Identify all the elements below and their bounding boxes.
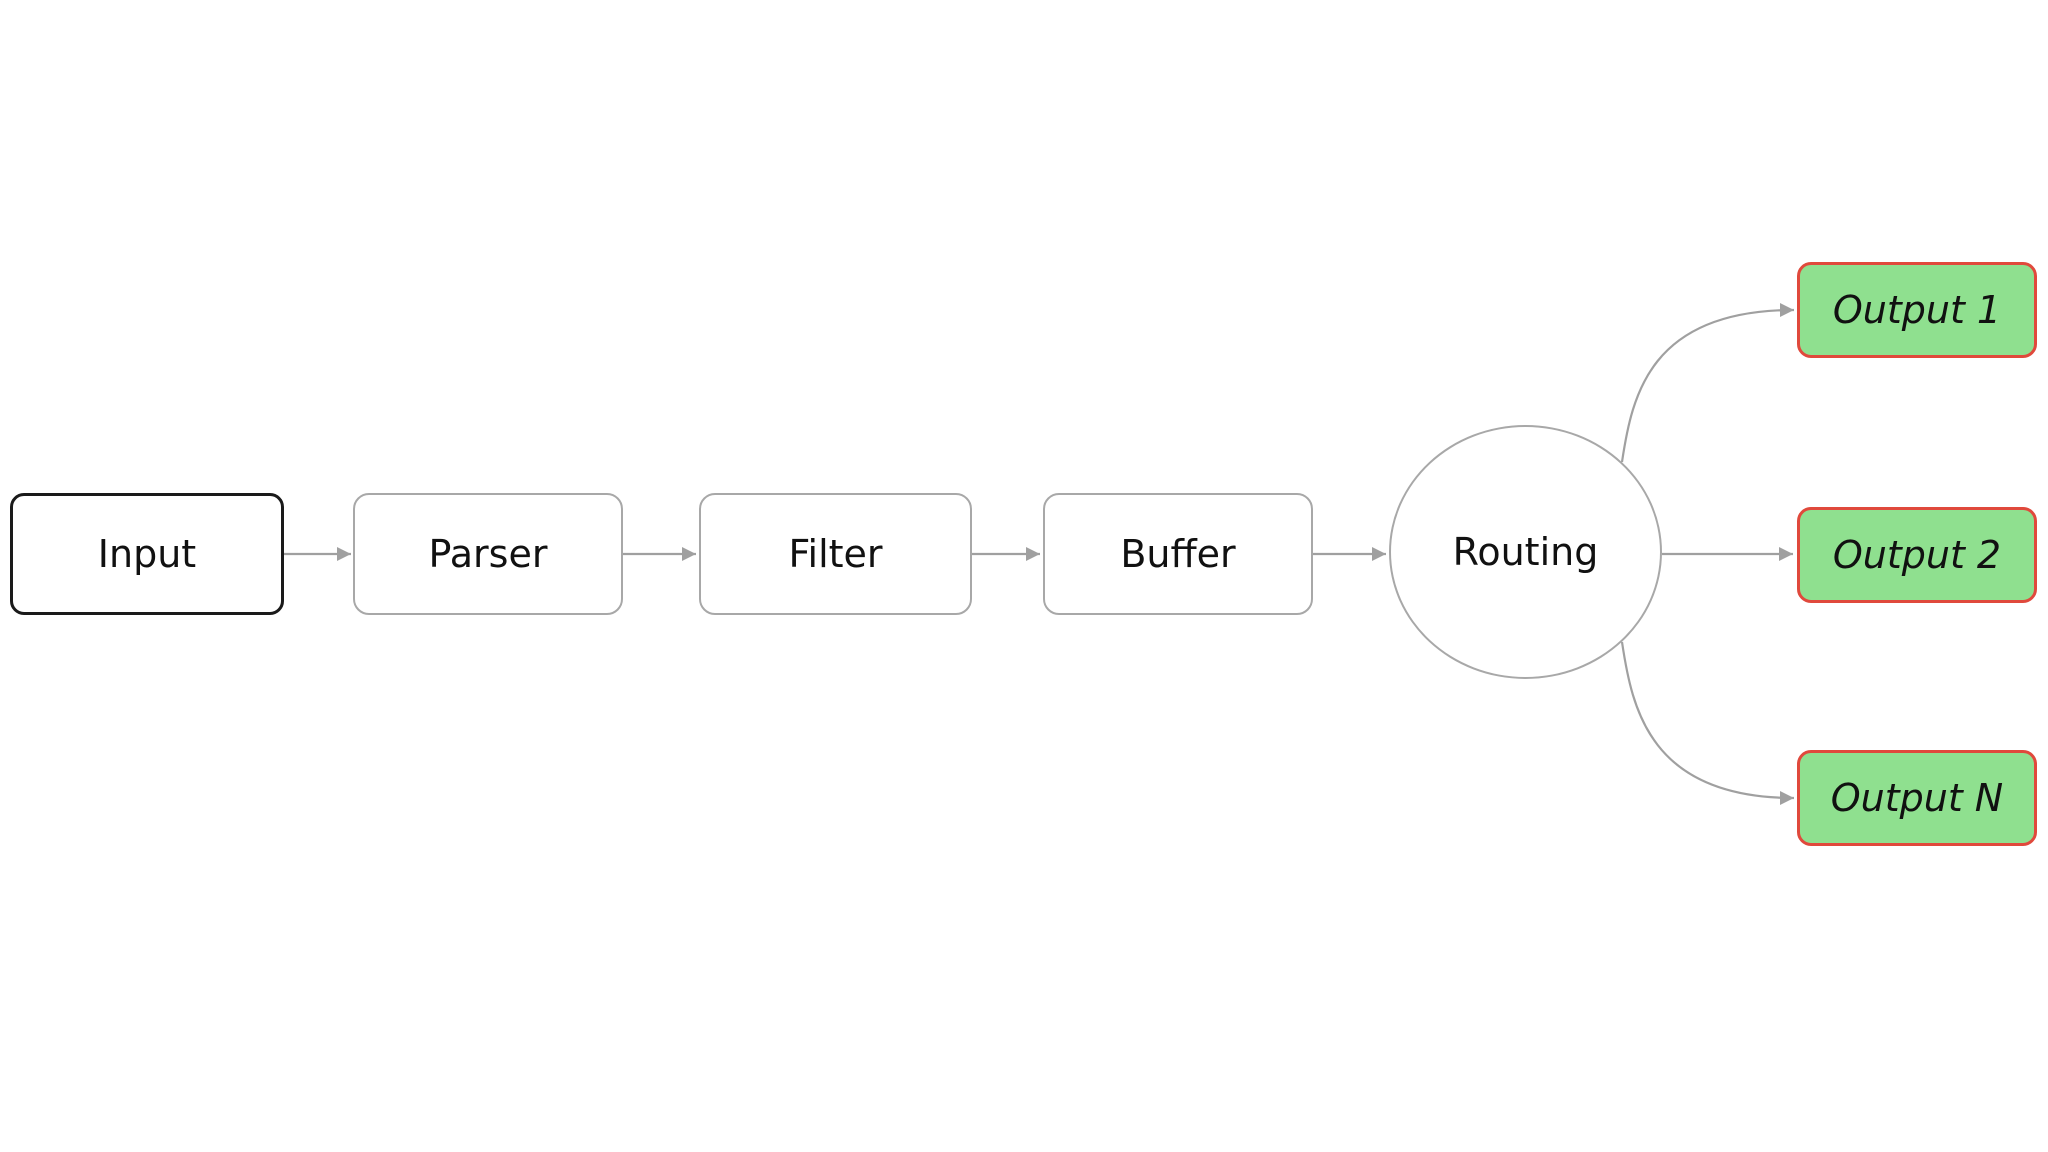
- node-parser-label: Parser: [428, 532, 548, 576]
- node-routing: Routing: [1389, 425, 1662, 679]
- node-buffer: Buffer: [1043, 493, 1313, 615]
- node-filter-label: Filter: [788, 532, 883, 576]
- node-parser: Parser: [353, 493, 623, 615]
- node-output-1: Output 1: [1797, 262, 2037, 358]
- node-output-2-label: Output 2: [1832, 533, 2002, 577]
- edge-routing-outputN: [1620, 641, 1795, 805]
- edge-routing-output1: [1620, 303, 1795, 463]
- node-routing-label: Routing: [1452, 530, 1599, 574]
- node-input-label: Input: [97, 532, 197, 576]
- node-output-n-label: Output N: [1830, 776, 2004, 820]
- node-output-1-label: Output 1: [1832, 288, 2002, 332]
- node-buffer-label: Buffer: [1120, 532, 1236, 576]
- node-input: Input: [10, 493, 284, 615]
- node-filter: Filter: [699, 493, 972, 615]
- node-output-n: Output N: [1797, 750, 2037, 846]
- node-output-2: Output 2: [1797, 507, 2037, 603]
